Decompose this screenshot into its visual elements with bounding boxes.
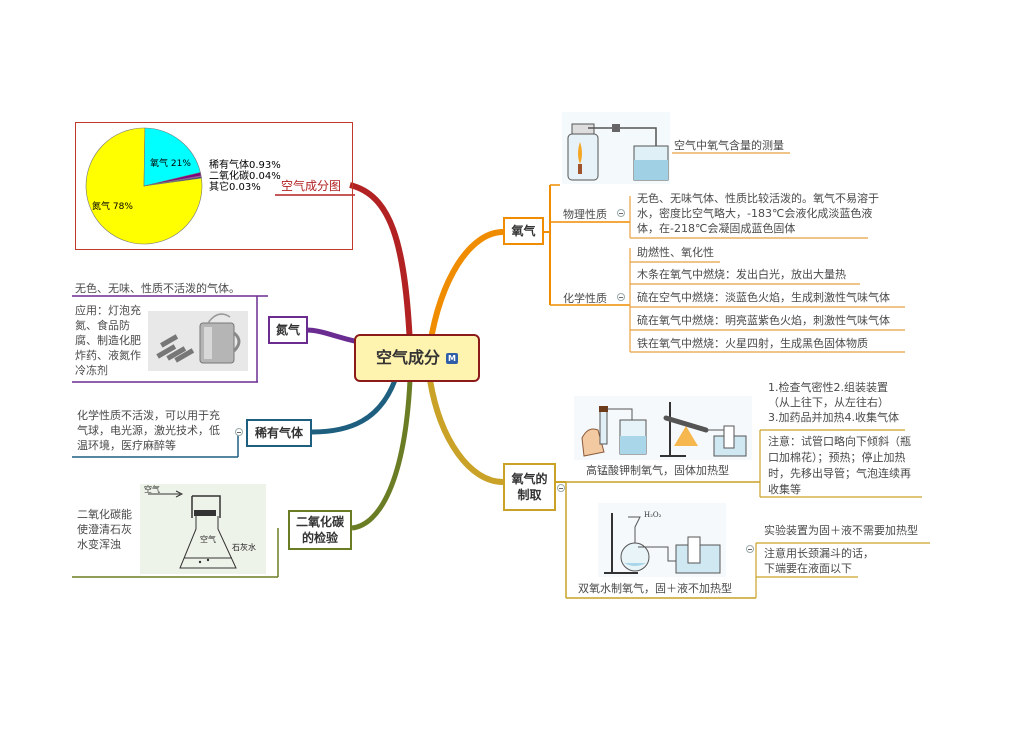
h2o2-type: 实验装置为固＋液不需要加热型 [764, 524, 918, 537]
liquid-nitrogen-photo [148, 311, 248, 371]
co2-title: 二氧化碳 的检验 [295, 515, 344, 545]
co2-img-air2-label: 空气 [200, 534, 216, 544]
co2-desc: 二氧化碳能 使澄清石灰 水变浑浊 [77, 508, 132, 551]
pie-label-n2: 氮气 78% [92, 200, 133, 212]
rare-title: 稀有气体 [254, 426, 303, 440]
rare-collapse-toggle[interactable] [235, 428, 243, 436]
pie-slice-1 [143, 127, 201, 187]
oxygen-measurement-apparatus [562, 112, 670, 184]
chem-item-4: 铁在氧气中燃烧：火星四射，生成黑色固体物质 [637, 337, 868, 350]
h2o2-img-label: H₂O₂ [644, 511, 662, 519]
kmno4-label: 高锰酸钾制氧气，固体加热型 [586, 464, 729, 477]
legend-other: 其它0.03% [209, 182, 261, 193]
pie-label-o2: 氧气 21% [150, 157, 191, 169]
prep-steps: 1.检查气密性2.组装装置 （从上往下，从左往右） 3.加药品并加热4.收集气体 [768, 381, 899, 424]
branch-rare [311, 379, 398, 435]
prep-notes: 注意：试管口略向下倾斜（瓶 口加棉花）；预热；停止加热 时，先移出导管；气泡连续… [768, 435, 911, 496]
branch-co2 [351, 379, 413, 531]
co2-test-apparatus: 空气 空气 石灰水 [140, 484, 266, 574]
branch-o2 [427, 229, 504, 346]
o2-title: 氧气 [511, 224, 536, 238]
branch-prep [427, 379, 504, 485]
n2-node[interactable]: 氮气 [268, 316, 308, 344]
prep-collapse-toggle[interactable] [557, 484, 565, 492]
phys-collapse-toggle[interactable] [617, 209, 625, 217]
chem-collapse-toggle[interactable] [617, 293, 625, 301]
chem-item-3: 硫在氧气中燃烧：明亮蓝紫色火焰，刺激性气味气体 [637, 314, 890, 327]
n2-desc: 无色、无味、性质不活泼的气体。 [75, 282, 240, 295]
n2-title: 氮气 [275, 323, 300, 337]
co2-img-air-label: 空气 [144, 484, 160, 494]
h2o2-note: 注意用长颈漏斗的话， 下端要在液面以下 [764, 547, 874, 575]
pie-title: 空气成分图 [281, 179, 342, 193]
kmno4-apparatus [574, 396, 752, 460]
phys-label: 物理性质 [563, 208, 607, 221]
prep-title: 氧气的 制取 [511, 472, 548, 502]
branch-pie [349, 182, 413, 346]
chem-item-2: 硫在空气中燃烧：淡蓝色火焰，生成刺激性气味气体 [637, 291, 890, 304]
phys-text: 无色、无味气体、性质比较活泼的。氧气不易溶于 水，密度比空气略大，-183℃会液… [637, 192, 879, 235]
co2-img-lime-label: 石灰水 [232, 542, 256, 552]
co2-node[interactable]: 二氧化碳 的检验 [288, 510, 352, 550]
pie-slice-4 [143, 176, 202, 187]
n2-application: 应用：灯泡充 氮、食品防 腐、制造化肥 炸药、液氮作 冷冻剂 [75, 304, 141, 377]
o2-node[interactable]: 氧气 [503, 217, 544, 245]
center-title: 空气成分 [376, 348, 441, 367]
rare-node[interactable]: 稀有气体 [246, 419, 312, 447]
chem-item-0: 助燃性、氧化性 [637, 246, 714, 259]
pie-legend: 稀有气体0.93% 二氧化碳0.04% 其它0.03% [209, 160, 281, 193]
h2o2-collapse-toggle[interactable] [746, 545, 754, 553]
h2o2-apparatus: H₂O₂ [598, 503, 726, 577]
center-topic[interactable]: 空气成分 M [354, 334, 480, 382]
pie-chart-box [75, 122, 353, 250]
chem-label: 化学性质 [563, 292, 607, 305]
legend-rare: 稀有气体0.93% [209, 160, 281, 171]
h2o2-label: 双氧水制氧气，固＋液不加热型 [578, 582, 732, 595]
rare-desc: 化学性质不活泼，可以用于充 气球，电光源，激光技术，低 温环境，医疗麻醉等 [77, 409, 220, 452]
prep-node[interactable]: 氧气的 制取 [503, 463, 556, 511]
o2-measure-label: 空气中氧气含量的测量 [674, 139, 784, 152]
chem-item-1: 木条在氧气中燃烧：发出白光，放出大量热 [637, 268, 846, 281]
map-badge-icon[interactable]: M [446, 352, 458, 364]
legend-co2: 二氧化碳0.04% [209, 171, 281, 182]
air-composition-pie: 氧气 21% 氮气 78% [85, 127, 203, 245]
